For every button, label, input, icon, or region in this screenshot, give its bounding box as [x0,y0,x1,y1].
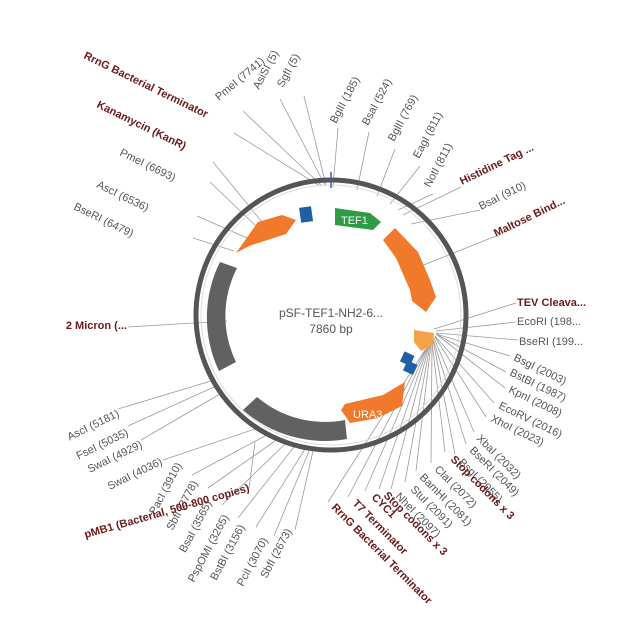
rrng-terminator-feature [299,206,314,223]
leader-line [162,428,256,461]
leader-line [434,335,495,404]
leader-line [196,215,248,239]
leader-line [432,338,467,445]
plasmid-name: pSF-TEF1-NH2-6... [279,306,383,320]
leader-line [402,186,462,216]
site-label: BglII (185) [328,75,362,125]
leader-line [434,336,487,418]
feature-label: Kanamycin (KanR) [95,99,188,153]
leader-line [237,446,295,519]
site-label: BsaI (524) [360,77,394,127]
leader-line [420,235,497,267]
leader-line [303,95,327,186]
leader-line [390,345,430,490]
site-label: EcoRI (198... [517,316,581,328]
leader-line [433,337,475,433]
leader-line [294,450,314,531]
leader-line [432,339,456,455]
leader-line [364,347,428,492]
leader-line [127,386,215,427]
feature-label: 2 Micron (... [66,320,127,332]
site-label: BglII (769) [386,93,420,143]
leader-line [233,132,321,187]
leader-line [332,127,339,188]
leader-line [191,435,266,476]
site-label: PmeI (6693) [118,147,178,184]
site-label: AscI (6536) [95,179,151,214]
feature-label: Histidine Tag ... [458,142,536,188]
leader-line [356,131,370,191]
leader-line [378,346,429,490]
leader-line [435,321,517,332]
site-label: BseRI (6479) [72,201,136,240]
leader-line [209,181,259,229]
ura3-label: URA3 [353,409,382,421]
leader-line [435,333,507,373]
leader-line [433,302,517,330]
leader-line [273,450,310,537]
leader-line [410,209,481,225]
maltose-binding-feature [383,228,436,312]
plasmid-size: 7860 bp [309,322,353,336]
feature-label: TEV Cleava... [517,297,586,309]
leader-line [140,393,221,441]
leader-line [117,380,212,410]
leader-line [242,110,323,187]
leader-line [327,349,426,503]
leader-line [221,443,286,506]
site-label: BseRI (199... [519,336,583,348]
tef1-label: TEF1 [341,215,368,227]
tef1-feature [335,208,381,230]
tev-feature [414,330,434,351]
leader-line [212,161,263,223]
leader-line [279,98,326,186]
cyc1-feature [402,360,418,375]
ura3-feature [341,382,405,423]
leader-line [404,344,431,483]
leader-line [255,448,306,528]
leader-line [207,440,276,489]
leader-line [435,332,519,341]
pmb1-feature [243,397,347,441]
two-micron-feature [206,262,237,371]
leader-line [435,333,506,389]
site-label: BsaI (910) [477,180,528,213]
kanamycin-feature [236,215,296,253]
leader-line [435,333,511,357]
leader-line [415,343,432,472]
leader-line [248,441,256,489]
